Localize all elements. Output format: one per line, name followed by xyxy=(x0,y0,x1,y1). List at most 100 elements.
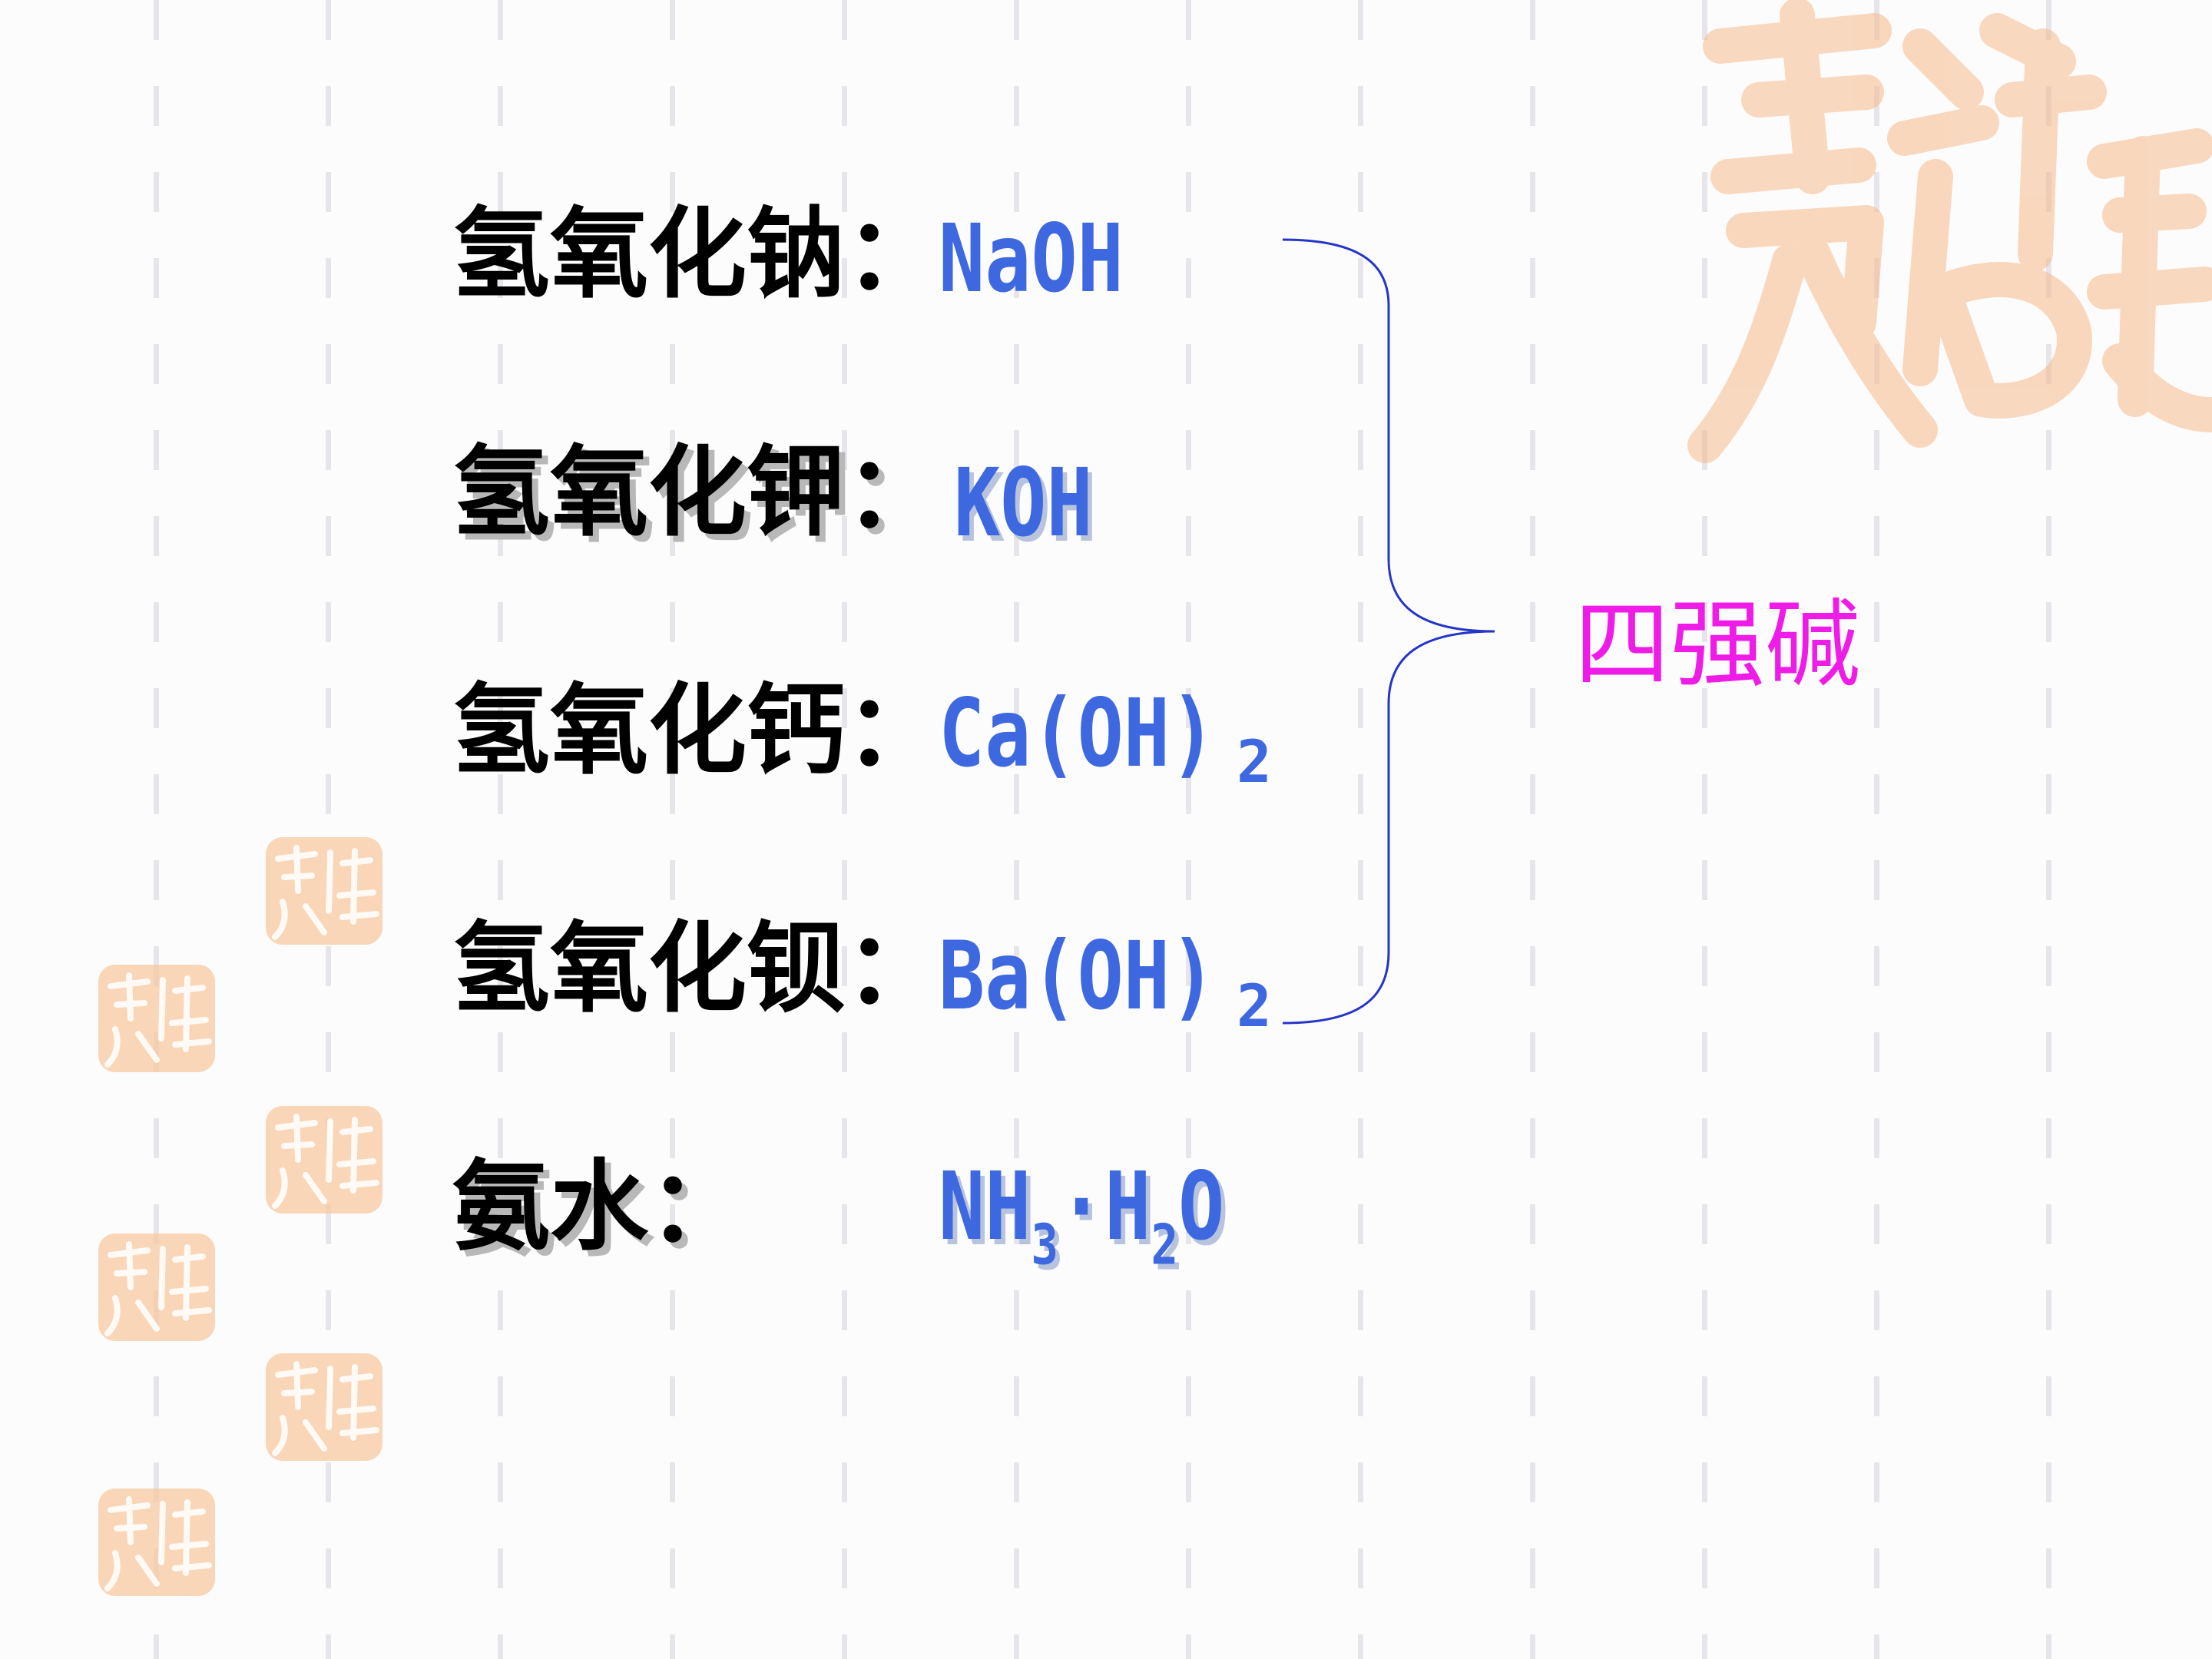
grid-dash xyxy=(498,1634,503,1659)
grid-dash xyxy=(326,1634,331,1659)
seal-watermark-large xyxy=(1687,0,2212,463)
grid-dash xyxy=(670,1032,675,1072)
label-calcium-hydroxide: 氢氧化钙： xyxy=(452,674,944,788)
grid-dash xyxy=(1014,602,1019,642)
grid-dash xyxy=(326,688,331,728)
grid-dash xyxy=(1702,516,1707,556)
grid-dash xyxy=(498,1376,503,1416)
grid-dash xyxy=(1530,0,1535,40)
grid-dash xyxy=(842,172,847,212)
grid-dash xyxy=(1014,86,1019,126)
grid-dash xyxy=(1874,172,1879,212)
grid-dash xyxy=(1186,258,1191,298)
grid-dash xyxy=(2046,688,2051,728)
grid-dash xyxy=(1702,860,1707,900)
grid-dash xyxy=(1358,1290,1363,1330)
grid-dash xyxy=(1530,688,1535,728)
grid-dash xyxy=(1530,1204,1535,1244)
grid-dash xyxy=(1874,1376,1879,1416)
grid-dash xyxy=(670,1376,675,1416)
seal-stamp-icon xyxy=(266,1353,382,1461)
grid-dash xyxy=(842,516,847,556)
grid-dash xyxy=(498,1204,503,1244)
label-ammonia-water: 氨水： xyxy=(452,1150,747,1264)
formula-caoh2-subscript: 2 xyxy=(1237,727,1272,796)
grid-dash xyxy=(1702,1462,1707,1502)
grid-dash xyxy=(1702,1376,1707,1416)
grid-dash xyxy=(670,258,675,298)
grid-dash xyxy=(2046,946,2051,986)
grouping-brace xyxy=(1282,238,1495,1025)
label-potassium-hydroxide: 氢氧化钾： xyxy=(452,435,944,550)
grid-dash xyxy=(2046,1634,2051,1659)
grid-dash xyxy=(326,86,331,126)
grid-dash xyxy=(1702,86,1707,126)
grid-dash xyxy=(1358,0,1363,40)
grid-dash xyxy=(670,1548,675,1588)
grid-dash xyxy=(1874,1548,1879,1588)
grid-dash xyxy=(670,344,675,384)
grid-dash xyxy=(2046,1548,2051,1588)
grid-dash xyxy=(1358,430,1363,470)
grid-dash xyxy=(1358,688,1363,728)
grid-dash xyxy=(154,344,159,384)
grid-dash xyxy=(1702,1634,1707,1659)
grid-dash xyxy=(842,1118,847,1158)
grid-dash xyxy=(498,946,503,986)
grid-dash xyxy=(842,774,847,814)
grid-dash xyxy=(498,86,503,126)
grid-dash xyxy=(326,946,331,986)
formula-part-h: ·H xyxy=(1058,1152,1151,1261)
grid-dash xyxy=(670,430,675,470)
grid-dash xyxy=(326,1548,331,1588)
grid-dash xyxy=(1874,430,1879,470)
grid-dash xyxy=(1874,1634,1879,1659)
grid-dash xyxy=(2046,1376,2051,1416)
grid-dash xyxy=(498,1548,503,1588)
grid-dash xyxy=(2046,0,2051,40)
grid-dash xyxy=(1186,946,1191,986)
grid-dash xyxy=(154,688,159,728)
grid-dash xyxy=(670,774,675,814)
grid-dash xyxy=(2046,774,2051,814)
grid-dash xyxy=(842,86,847,126)
grid-dash xyxy=(1530,774,1535,814)
grid-dash xyxy=(326,602,331,642)
grid-dash xyxy=(1014,1634,1019,1659)
grid-dash xyxy=(498,602,503,642)
grid-dash xyxy=(1014,688,1019,728)
grid-dash xyxy=(1530,344,1535,384)
grid-dash xyxy=(326,1290,331,1330)
grid-dash xyxy=(2046,860,2051,900)
grid-dash xyxy=(1186,688,1191,728)
grid-dash xyxy=(498,516,503,556)
grid-dash xyxy=(842,430,847,470)
formula-nh3-h2o: NH3·H2O xyxy=(939,1160,1224,1272)
grid-dash xyxy=(1874,1462,1879,1502)
grid-dash xyxy=(326,172,331,212)
grid-dash xyxy=(1530,860,1535,900)
grid-dash xyxy=(1186,860,1191,900)
grid-dash xyxy=(498,172,503,212)
grid-dash xyxy=(1186,1634,1191,1659)
grid-dash xyxy=(2046,1204,2051,1244)
grid-dash xyxy=(1530,946,1535,986)
grid-dash xyxy=(1358,860,1363,900)
grid-dash xyxy=(154,1634,159,1659)
grid-dash xyxy=(1014,860,1019,900)
grid-dash xyxy=(842,1634,847,1659)
grid-dash xyxy=(154,1376,159,1416)
formula-caoh2-main: Ca(OH) xyxy=(939,679,1217,788)
grid-dash xyxy=(1186,172,1191,212)
grid-dash xyxy=(326,258,331,298)
grid-dash xyxy=(1014,774,1019,814)
grid-dash xyxy=(1186,1376,1191,1416)
grid-dash xyxy=(154,1462,159,1502)
grid-dash xyxy=(1014,516,1019,556)
grid-dash xyxy=(1358,344,1363,384)
grid-dash xyxy=(154,0,159,40)
grid-dash xyxy=(1358,258,1363,298)
grid-dash xyxy=(842,1548,847,1588)
grid-dash xyxy=(670,1462,675,1502)
grid-dash xyxy=(154,172,159,212)
